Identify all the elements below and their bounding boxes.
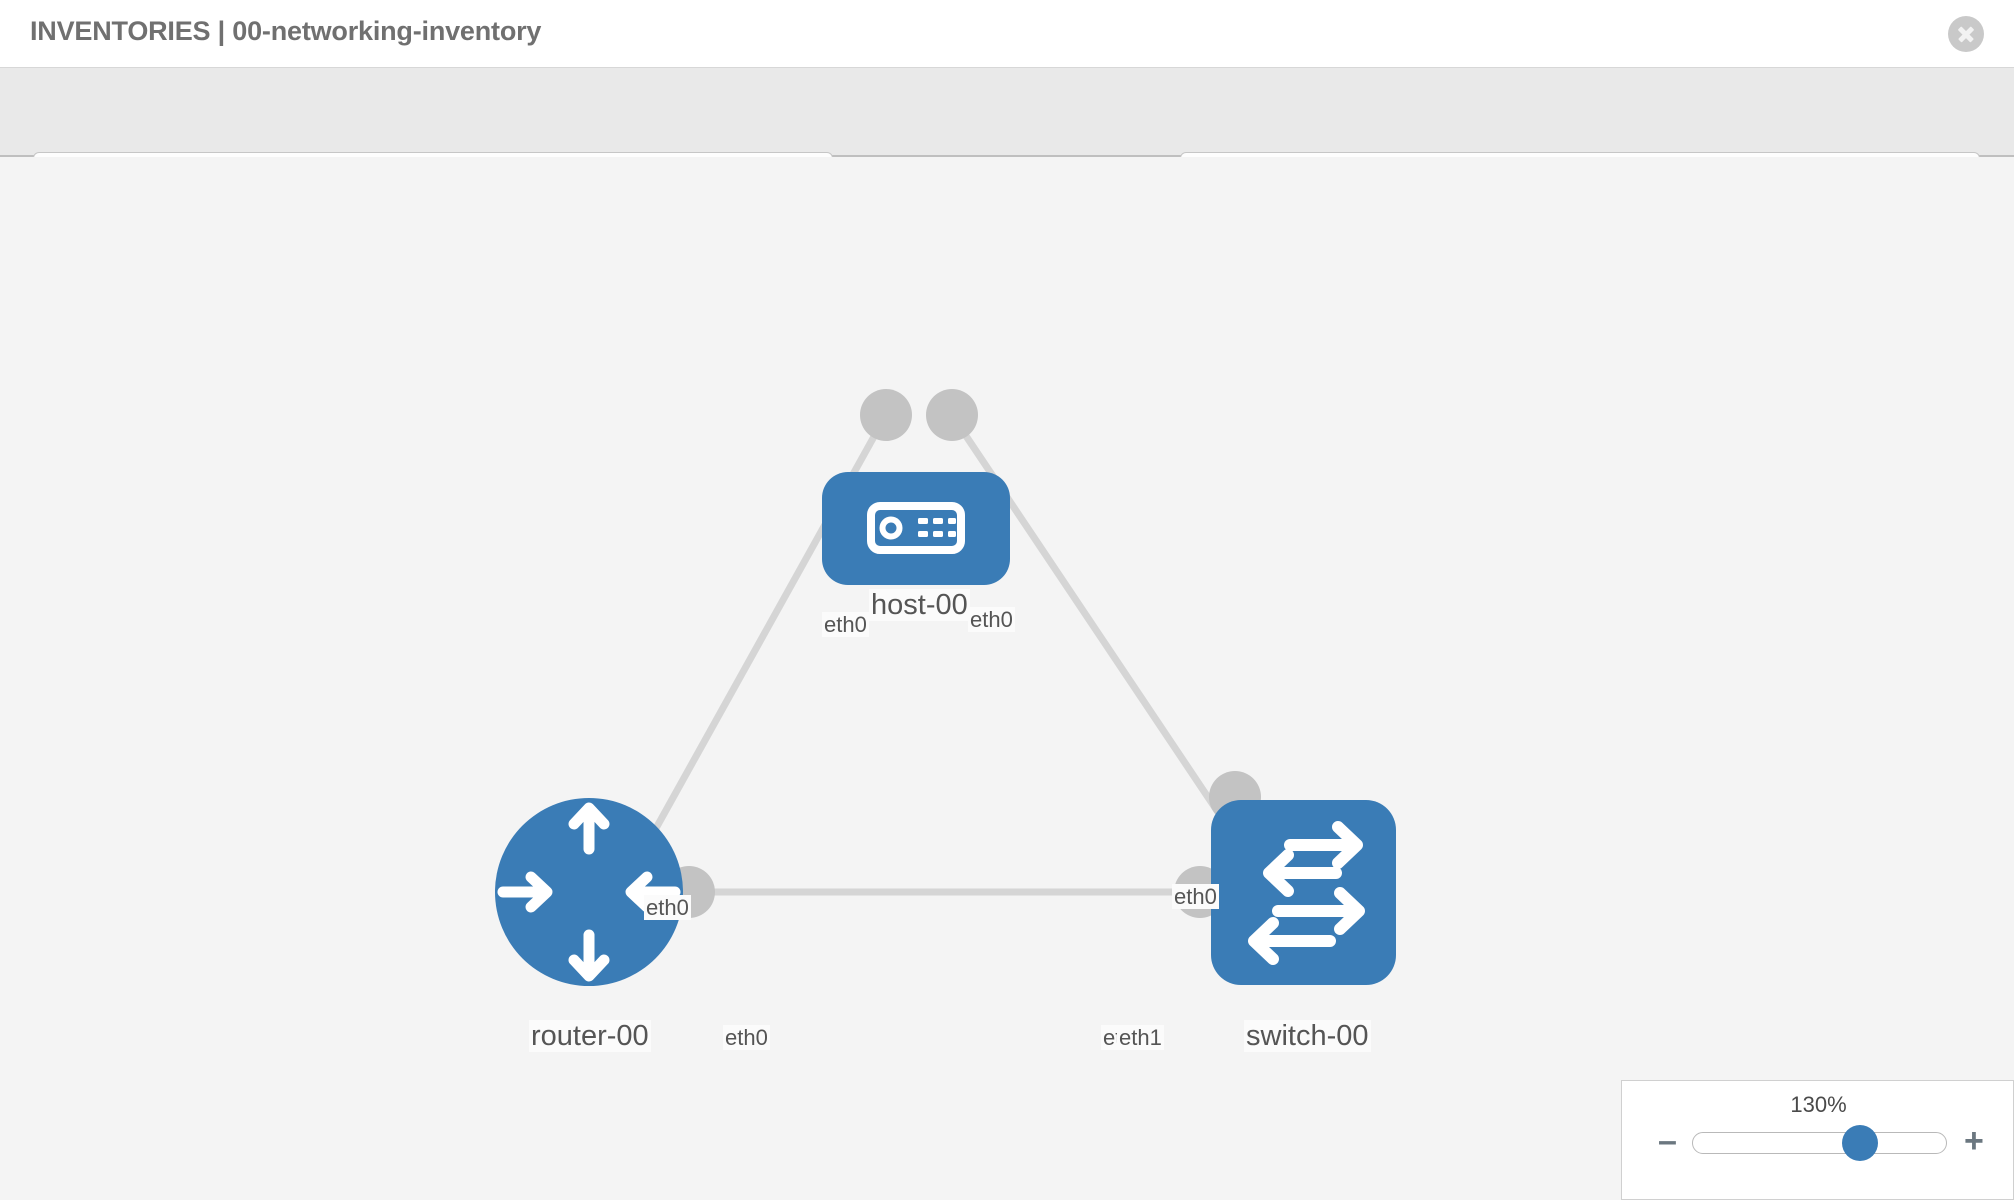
zoom-slider-thumb[interactable]: [1842, 1125, 1878, 1161]
switch-arrows-icon: [1248, 821, 1365, 965]
close-icon[interactable]: [1948, 16, 1984, 52]
toolbar: ACTIONS SEARCH: [0, 68, 2014, 209]
connector-host-right: [926, 389, 978, 441]
zoom-level-label: 130%: [1790, 1092, 1847, 1117]
node-host-00: [822, 472, 1010, 585]
zoom-in-button[interactable]: +: [1964, 1122, 1984, 1160]
node-switch-00: [1211, 800, 1396, 985]
connector-host-left: [860, 389, 912, 441]
zoom-out-button[interactable]: –: [1658, 1122, 1677, 1160]
node-router-00: [495, 798, 683, 986]
zoom-slider-track[interactable]: [1692, 1132, 1947, 1154]
topology-graph: [495, 389, 1396, 986]
page-title: INVENTORIES | 00-networking-inventory: [30, 16, 542, 46]
topology-canvas[interactable]: host-00 eth0 eth0 eth0 eth0 eth0 eth0 et…: [0, 157, 2014, 1200]
zoom-control-panel: 130% – +: [1621, 1080, 2014, 1200]
server-appliance-icon: [867, 502, 965, 554]
page-header: INVENTORIES | 00-networking-inventory: [0, 0, 2014, 68]
router-arrows-icon: [497, 802, 681, 982]
